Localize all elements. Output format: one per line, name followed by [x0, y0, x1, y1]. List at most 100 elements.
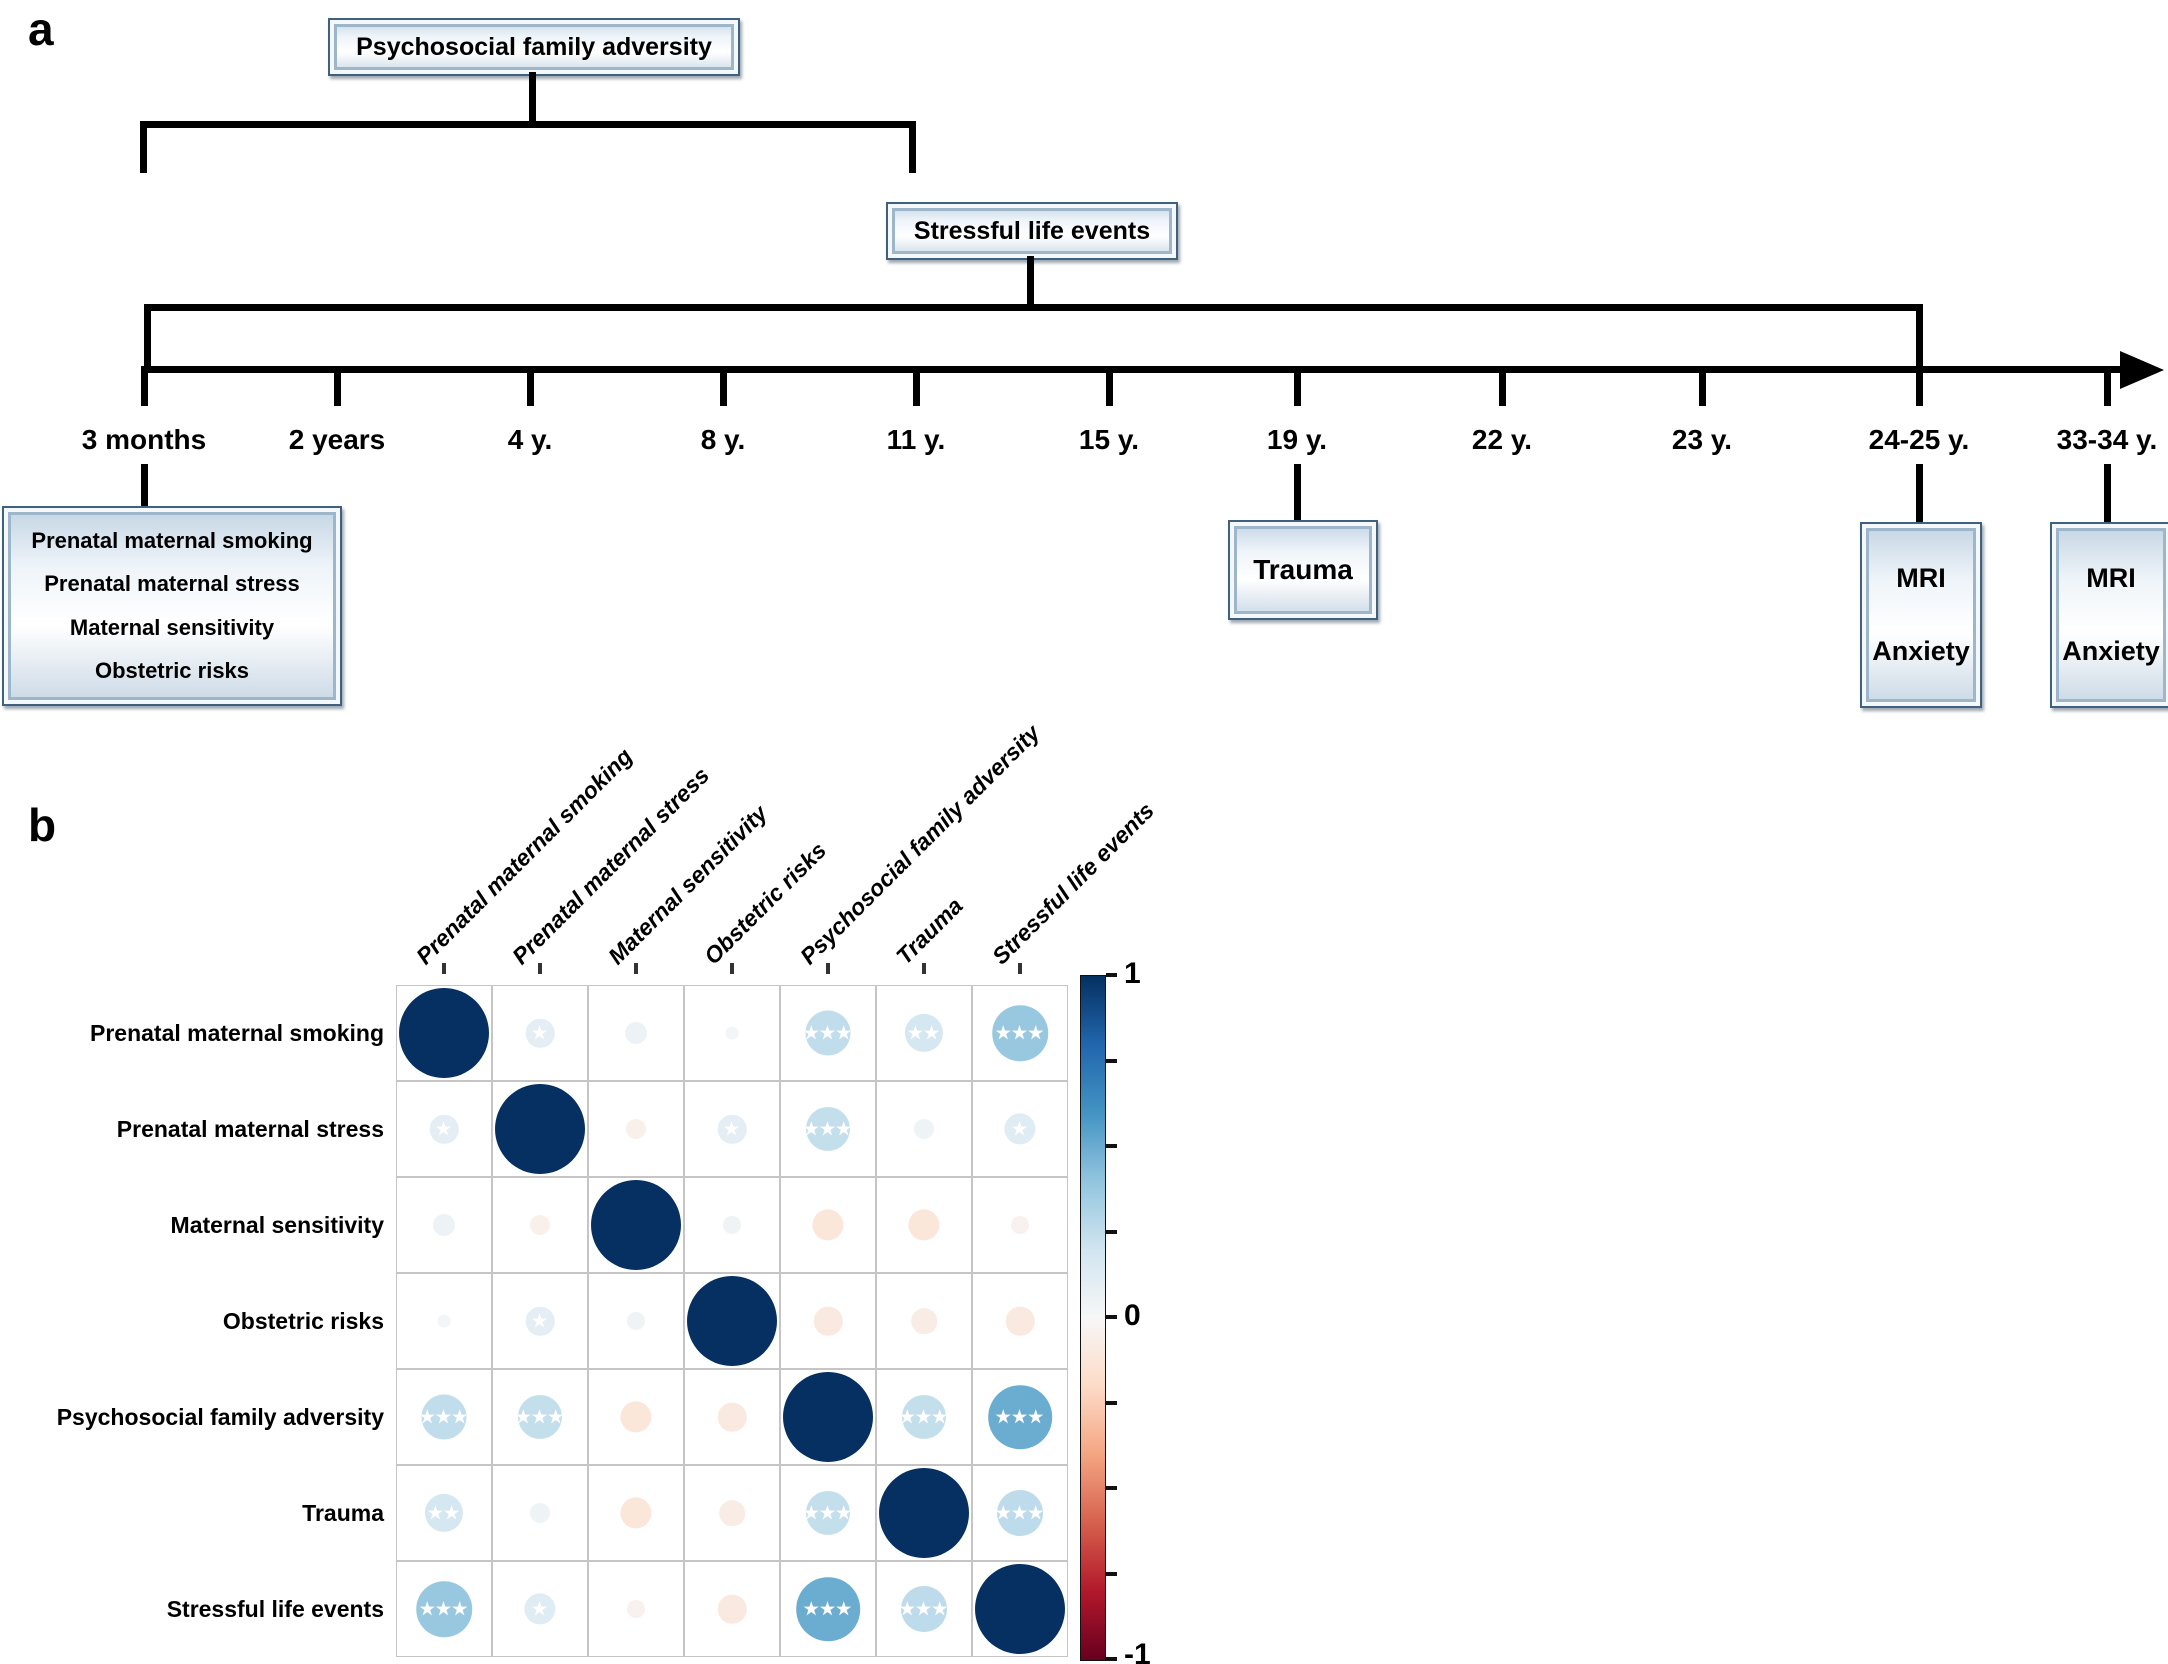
- timeline-label-24-25y: 24-25 y.: [1868, 424, 1970, 455]
- significance-stars: ★★★: [899, 1599, 949, 1619]
- colorbar-tick: [1106, 1058, 1117, 1063]
- significance-stars: ★★★: [419, 1407, 469, 1427]
- correlation-circle: [591, 1180, 681, 1270]
- connector-19y-trauma: [1294, 464, 1301, 520]
- row-label-trauma: Trauma: [302, 1500, 384, 1526]
- timeline-arrowhead-icon: [2120, 351, 2164, 389]
- matrix-cell: ★★★: [972, 1369, 1068, 1465]
- timeline-tick-15y: [1106, 366, 1113, 406]
- connector-3months-box: [141, 464, 148, 506]
- anxiety-text: Anxiety: [1872, 635, 1970, 666]
- row-label-prenatal-maternal-stress: Prenatal maternal stress: [116, 1116, 384, 1142]
- matrix-cell: ★: [972, 1081, 1068, 1177]
- column-tick: [826, 963, 830, 974]
- column-tick: [730, 963, 734, 974]
- matrix-cell: [396, 1273, 492, 1369]
- timeline-label-4y: 4 y.: [507, 424, 553, 455]
- matrix-cell: [876, 1081, 972, 1177]
- column-tick: [1018, 963, 1022, 974]
- matrix-cell: ★★★: [780, 985, 876, 1081]
- measure-obstetric-risks: Obstetric risks: [94, 657, 250, 683]
- matrix-cell: [876, 1273, 972, 1369]
- correlation-circle: [399, 988, 489, 1078]
- correlation-circle: [812, 1209, 844, 1241]
- row-label-stressful-life-events: Stressful life events: [166, 1596, 384, 1622]
- timeline-tick-3-months: [141, 366, 148, 406]
- correlation-circle: [911, 1308, 937, 1334]
- timeline-label-22y: 22 y.: [1471, 424, 1533, 455]
- significance-stars: ★★★: [995, 1407, 1045, 1427]
- matrix-cell: [396, 1177, 492, 1273]
- significance-stars: ★★★: [803, 1599, 853, 1619]
- column-tick: [442, 963, 446, 974]
- matrix-cell: [588, 1369, 684, 1465]
- mri-anxiety-box-24-25: MRI Anxiety: [1860, 522, 1982, 708]
- timeline-tick-8y: [720, 366, 727, 406]
- matrix-cell: [588, 1561, 684, 1657]
- correlation-circle: [719, 1500, 745, 1526]
- matrix-cell: [588, 985, 684, 1081]
- timeline-tick-24-25y: [1916, 366, 1923, 406]
- matrix-cell: [588, 1177, 684, 1273]
- significance-stars: ★★★: [803, 1023, 853, 1043]
- timeline-tick-19y: [1294, 366, 1301, 406]
- row-label-psychosocial-family-adversity: Psychosocial family adversity: [56, 1404, 384, 1430]
- row-label-obstetric-risks: Obstetric risks: [222, 1308, 384, 1334]
- trauma-box: Trauma: [1228, 520, 1378, 620]
- correlation-circle: [627, 1600, 645, 1618]
- matrix-cell: [492, 1465, 588, 1561]
- connector-adversity-to-bracket: [529, 72, 536, 123]
- correlation-circle: [421, 1394, 467, 1440]
- colorbar-tick: [1106, 1657, 1117, 1661]
- correlation-circle: [429, 1114, 459, 1144]
- colorbar-tick: [1106, 1144, 1117, 1148]
- significance-stars: ★★★: [995, 1023, 1045, 1043]
- timeline-label-15y: 15 y.: [1078, 424, 1140, 455]
- stressful-life-events-box: Stressful life events: [886, 202, 1178, 260]
- matrix-cell: ★: [492, 1561, 588, 1657]
- correlation-circle: [879, 1468, 969, 1558]
- colorbar-tick: [1106, 1229, 1117, 1234]
- correlation-circle: [725, 1026, 739, 1040]
- correlation-circle: [437, 1314, 451, 1328]
- significance-stars: ★★★: [419, 1599, 469, 1619]
- matrix-cell: ★: [492, 985, 588, 1081]
- column-tick: [922, 963, 926, 974]
- matrix-cell: [684, 1369, 780, 1465]
- matrix-cell: ★★★: [396, 1561, 492, 1657]
- correlation-circle: [992, 1005, 1048, 1061]
- psychosocial-family-adversity-text: Psychosocial family adversity: [356, 32, 712, 61]
- correlation-circle: [913, 1118, 935, 1140]
- trauma-text: Trauma: [1253, 554, 1353, 585]
- stressful-life-events-text: Stressful life events: [913, 216, 1151, 245]
- significance-stars: ★: [723, 1119, 741, 1139]
- matrix-cell: ★★★: [876, 1369, 972, 1465]
- matrix-cell: [780, 1177, 876, 1273]
- correlation-circle: [997, 1490, 1043, 1536]
- matrix-cell: ★: [396, 1081, 492, 1177]
- bracket1-right-leg: [909, 121, 916, 173]
- matrix-cell: [780, 1369, 876, 1465]
- matrix-cell: ★★★: [780, 1465, 876, 1561]
- timeline-label-19y: 19 y.: [1266, 424, 1328, 455]
- timeline-tick-2-years: [334, 366, 341, 406]
- correlation-circle: [975, 1564, 1065, 1654]
- mri-text: MRI: [1896, 563, 1946, 594]
- colorbar-tick: [1106, 1486, 1117, 1490]
- correlation-circle: [901, 1394, 947, 1440]
- row-label-maternal-sensitivity: Maternal sensitivity: [170, 1212, 384, 1238]
- timeline-label-2-years: 2 years: [288, 424, 386, 455]
- correlation-circle: [717, 1402, 747, 1432]
- correlation-circle: [529, 1502, 551, 1524]
- anxiety-text: Anxiety: [2062, 635, 2160, 666]
- correlation-circle: [723, 1216, 741, 1234]
- timeline-tick-23y: [1699, 366, 1706, 406]
- matrix-cell: [972, 1177, 1068, 1273]
- matrix-cell: [876, 1465, 972, 1561]
- connector-24-25y-mri: [1916, 464, 1923, 522]
- colorbar-max-label: 1: [1124, 957, 1141, 990]
- correlation-circle: [1005, 1306, 1035, 1336]
- correlation-circle: [796, 1577, 860, 1641]
- matrix-cell: [684, 1273, 780, 1369]
- correlation-circle: [625, 1118, 647, 1140]
